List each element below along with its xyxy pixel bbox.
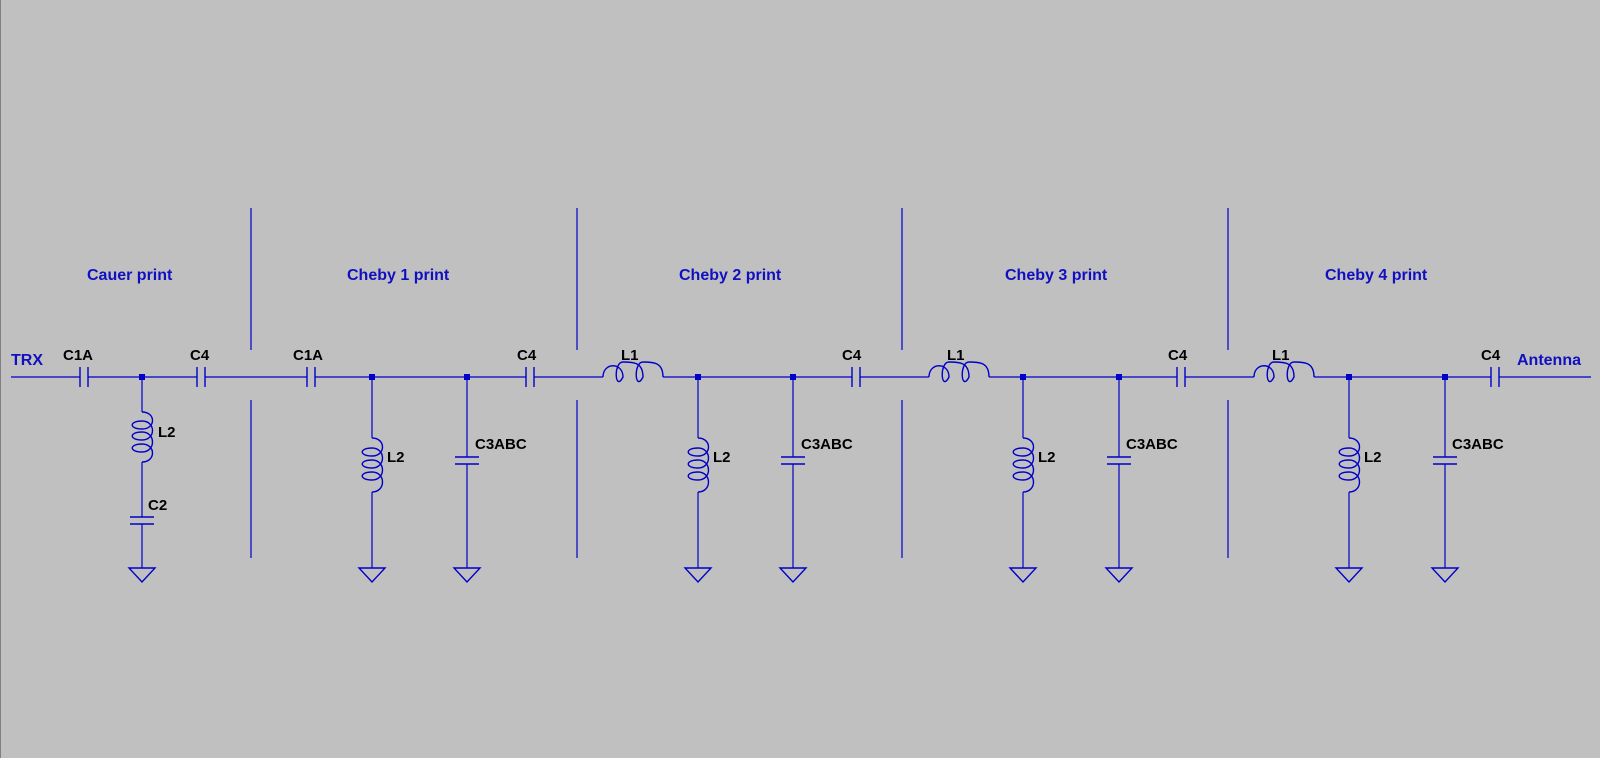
part-label-c3abc-4: C3ABC xyxy=(1452,436,1504,453)
section-title-cheby-3: Cheby 3 print xyxy=(1005,267,1108,284)
part-label-l2-1: L2 xyxy=(387,449,405,466)
part-label-l1-4: L1 xyxy=(1272,347,1290,364)
shunt-branch-cheby-3 xyxy=(1008,374,1134,584)
part-label-l2-3: L2 xyxy=(1038,449,1056,466)
part-label-c1a-0: C1A xyxy=(63,347,93,364)
capacitor-c4-section-0 xyxy=(196,367,206,387)
section-title-cheby-1: Cheby 1 print xyxy=(347,267,450,284)
inductor-l1-section-2 xyxy=(602,361,664,383)
shunt-branch-cauer xyxy=(127,374,157,584)
part-label-c4-1: C4 xyxy=(517,347,537,364)
shunt-branch-cheby-2 xyxy=(683,374,808,584)
port-label-trx: TRX xyxy=(11,352,43,369)
part-label-c3abc-1: C3ABC xyxy=(475,436,527,453)
part-label-l2-0: L2 xyxy=(158,424,176,441)
capacitor-c4-section-2 xyxy=(851,367,861,387)
capacitor-c4-section-4 xyxy=(1490,367,1500,387)
capacitor-c1a-section-0 xyxy=(79,367,89,387)
shunt-branch-cheby-4 xyxy=(1334,374,1460,584)
part-label-c4-0: C4 xyxy=(190,347,210,364)
capacitor-c4-section-1 xyxy=(525,367,535,387)
part-label-l2-4: L2 xyxy=(1364,449,1382,466)
part-label-c4-2: C4 xyxy=(842,347,862,364)
part-label-l1-2: L1 xyxy=(621,347,639,364)
capacitor-c1a-section-1 xyxy=(306,367,316,387)
section-title-cauer: Cauer print xyxy=(87,267,173,284)
section-title-cheby-2: Cheby 2 print xyxy=(679,267,782,284)
part-label-c3abc-2: C3ABC xyxy=(801,436,853,453)
part-label-c4-4: C4 xyxy=(1481,347,1501,364)
section-title-cheby-4: Cheby 4 print xyxy=(1325,267,1428,284)
shunt-branch-cheby-1 xyxy=(357,374,482,584)
port-label-antenna: Antenna xyxy=(1517,352,1581,369)
section-separators xyxy=(250,208,1229,558)
part-label-c2-0: C2 xyxy=(148,497,167,514)
part-label-l2-2: L2 xyxy=(713,449,731,466)
part-label-c3abc-3: C3ABC xyxy=(1126,436,1178,453)
part-label-l1-3: L1 xyxy=(947,347,965,364)
inductor-l1-section-3 xyxy=(928,361,990,383)
part-label-c1a-1: C1A xyxy=(293,347,323,364)
capacitor-c4-section-3 xyxy=(1176,367,1186,387)
part-label-c4-3: C4 xyxy=(1168,347,1188,364)
inductor-l1-section-4 xyxy=(1253,361,1315,383)
